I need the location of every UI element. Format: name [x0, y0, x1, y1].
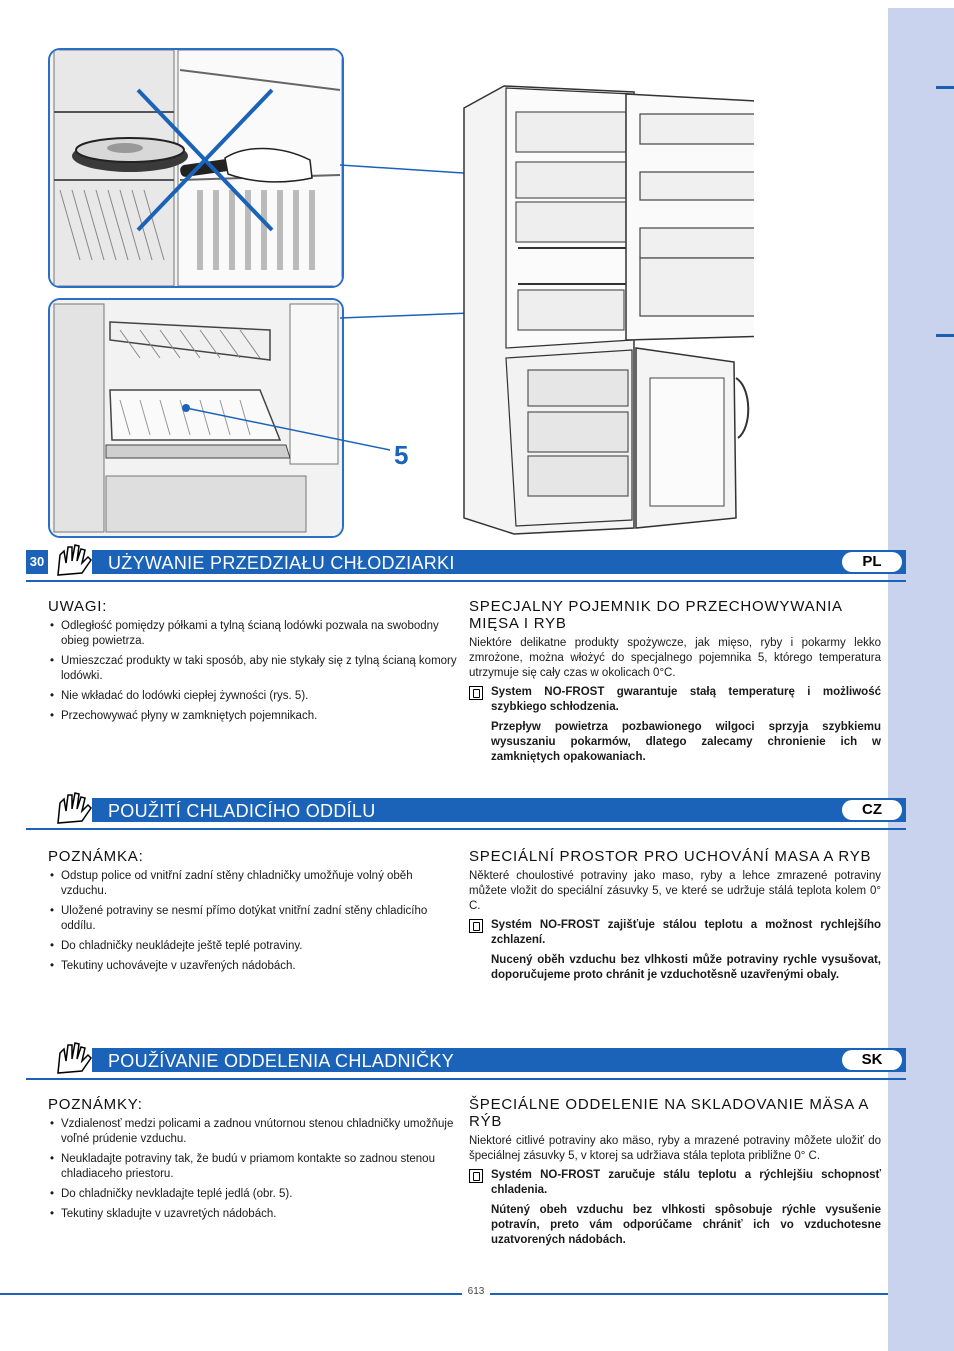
footer-line: [0, 1293, 888, 1295]
airflow-paragraph: Nucený oběh vzduchu bez vlhkosti může po…: [491, 954, 881, 981]
notes-list: Vzdialenosť medzi policami a zadnou vnút…: [48, 1117, 458, 1222]
list-item: Neukladajte potraviny tak, že budú v pri…: [48, 1152, 458, 1182]
nofrost-note-text: Systém NO-FROST zajišťuje stálou teplotu…: [491, 919, 881, 946]
fridge-note-icon: [469, 686, 483, 700]
fridge-note-icon: [469, 1169, 483, 1183]
section-header-cz: POUŽITÍ CHLADICÍHO ODDÍLU CZ: [26, 792, 906, 830]
nofrost-note-text: Systém NO-FROST zaručuje stálu teplotu a…: [491, 1169, 881, 1196]
notes-list: Odstup police od vnitřní zadní stěny chl…: [48, 869, 458, 974]
notes-list: Odległość pomiędzy półkami a tylną ścian…: [48, 619, 458, 724]
section-title: POUŽÍVANIE ODDELENIA CHLADNIČKY: [108, 1051, 455, 1071]
language-badge-cz: CZ: [842, 800, 902, 820]
special-paragraph: Některé choulostivé potraviny jako maso,…: [469, 870, 881, 912]
section-title: UŻYWANIE PRZEDZIAŁU CHŁODZIARKI: [108, 553, 455, 573]
special-heading: SPECIÁLNÍ PROSTOR PRO UCHOVÁNÍ MASA A RY…: [469, 848, 872, 865]
list-item: Odległość pomiędzy półkami a tylną ścian…: [48, 619, 458, 649]
side-color-strip: [888, 8, 954, 1351]
section-header-sk: POUŽÍVANIE ODDELENIA CHLADNIČKY SK: [26, 1042, 906, 1080]
list-item: Do chladničky neukládejte ještě teplé po…: [48, 939, 458, 954]
nofrost-note: Systém NO-FROST zajišťuje stálou teplotu…: [469, 918, 881, 948]
language-badge-pl: PL: [842, 552, 902, 572]
list-item: Tekutiny skladujte v uzavretých nádobách…: [48, 1207, 458, 1222]
section-underline: [26, 580, 906, 582]
section-title: POUŽITÍ CHLADICÍHO ODDÍLU: [108, 801, 376, 821]
nofrost-note: System NO-FROST gwarantuje stałą tempera…: [469, 685, 881, 715]
hand-icon: [57, 1042, 92, 1074]
nofrost-note-text: System NO-FROST gwarantuje stałą tempera…: [491, 686, 881, 713]
fridge-note-icon: [469, 919, 483, 933]
list-item: Tekutiny uchovávejte v uzavřených nádobá…: [48, 959, 458, 974]
pl-special-column: SPECJALNY POJEMNIK DO PRZECHOWYWANIA MIĘ…: [469, 598, 881, 769]
list-item: Przechowywać płyny w zamkniętych pojemni…: [48, 709, 458, 724]
cz-notes-column: POZNÁMKA: Odstup police od vnitřní zadní…: [48, 848, 458, 979]
section-header-bar: [92, 1048, 906, 1072]
notes-heading: POZNÁMKY:: [48, 1096, 143, 1113]
hand-icon: [57, 544, 92, 576]
special-heading: ŠPECIÁLNE ODDELENIE NA SKLADOVANIE MÄSA …: [469, 1096, 869, 1130]
figure-drawer-5: [48, 298, 344, 538]
airflow-paragraph: Przepływ powietrza pozbawionego wilgoci …: [491, 721, 881, 763]
fridge-interior-illustration: [50, 50, 342, 286]
sk-notes-column: POZNÁMKY: Vzdialenosť medzi policami a z…: [48, 1096, 458, 1227]
pl-notes-column: UWAGI: Odległość pomiędzy półkami a tyln…: [48, 598, 458, 729]
section-header-bar: [92, 798, 906, 822]
nofrost-note: Systém NO-FROST zaručuje stálu teplotu a…: [469, 1168, 881, 1198]
special-paragraph: Niektoré citlivé potraviny ako mäso, ryb…: [469, 1135, 881, 1162]
side-tick-mark: [936, 334, 954, 337]
list-item: Odstup police od vnitřní zadní stěny chl…: [48, 869, 458, 899]
special-paragraph: Niektóre delikatne produkty spożywcze, j…: [469, 637, 881, 679]
drawer-illustration: [50, 300, 342, 536]
sk-special-column: ŠPECIÁLNE ODDELENIE NA SKLADOVANIE MÄSA …: [469, 1096, 881, 1252]
notes-heading: UWAGI:: [48, 598, 108, 615]
list-item: Vzdialenosť medzi policami a zadnou vnút…: [48, 1117, 458, 1147]
figure-no-warm-food: [48, 48, 344, 288]
airflow-paragraph: Nútený obeh vzduchu bez vlhkosti spôsobu…: [491, 1204, 881, 1246]
special-heading: SPECJALNY POJEMNIK DO PRZECHOWYWANIA MIĘ…: [469, 598, 843, 632]
footer-code: 613: [462, 1286, 490, 1300]
page-number: 30: [26, 550, 48, 574]
hand-icon: [57, 792, 92, 824]
language-badge-sk: SK: [842, 1050, 902, 1070]
section-header-bar: [92, 550, 906, 574]
list-item: Nie wkładać do lodówki ciepłej żywności …: [48, 689, 458, 704]
fridge-illustration: [463, 85, 754, 535]
list-item: Umieszczać produkty w taki sposób, aby n…: [48, 654, 458, 684]
list-item: Do chladničky nevkladajte teplé jedlá (o…: [48, 1187, 458, 1202]
section-underline: [26, 828, 906, 830]
list-item: Uložené potraviny se nesmí přímo dotýkat…: [48, 904, 458, 934]
callout-label-5: 5: [394, 440, 409, 470]
section-underline: [26, 1078, 906, 1080]
section-header-pl: 30 UŻYWANIE PRZEDZIAŁU CHŁODZIARKI PL: [26, 544, 906, 582]
side-tick-mark: [936, 86, 954, 89]
notes-heading: POZNÁMKA:: [48, 848, 144, 865]
cz-special-column: SPECIÁLNÍ PROSTOR PRO UCHOVÁNÍ MASA A RY…: [469, 848, 881, 987]
